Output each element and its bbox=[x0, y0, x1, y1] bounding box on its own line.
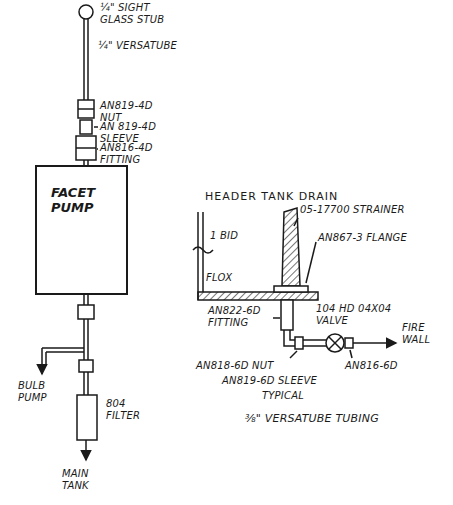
part-label: AN867-3 FLANGE bbox=[318, 232, 428, 244]
part-label: AN818-6D NUT bbox=[196, 360, 296, 372]
part-label: BULB PUMP bbox=[18, 380, 62, 404]
part-label: AN816-6D bbox=[345, 360, 415, 372]
part-label: 05-17700 STRAINER bbox=[300, 204, 430, 216]
part-label: AN816-4D FITTING bbox=[100, 142, 162, 166]
part-label: MAIN TANK bbox=[62, 468, 110, 492]
part-label: ⅜" VERSATUBE TUBING bbox=[245, 412, 415, 425]
pump-name: FACET PUMP bbox=[37, 167, 111, 215]
part-label: ¼" SIGHT GLASS STUB bbox=[100, 2, 172, 26]
part-label: TYPICAL bbox=[262, 390, 332, 402]
part-label: AN819-6D SLEEVE bbox=[222, 375, 352, 387]
part-label: 1 BID bbox=[210, 230, 250, 242]
part-label: AN 819-4D SLEEVE bbox=[100, 121, 170, 145]
part-label: 104 HD 04X04 VALVE bbox=[316, 303, 400, 327]
part-label: AN819-4D NUT bbox=[100, 100, 162, 124]
part-label: FIRE WALL bbox=[402, 322, 448, 346]
part-label: 804 FILTER bbox=[106, 398, 154, 422]
pump-box: FACET PUMP bbox=[35, 165, 128, 295]
part-label: ¼" VERSATUBE bbox=[98, 40, 188, 52]
part-label: FLOX bbox=[206, 272, 246, 284]
part-label: HEADER TANK DRAIN bbox=[205, 190, 365, 203]
part-label: AN822-6D FITTING bbox=[208, 305, 272, 329]
